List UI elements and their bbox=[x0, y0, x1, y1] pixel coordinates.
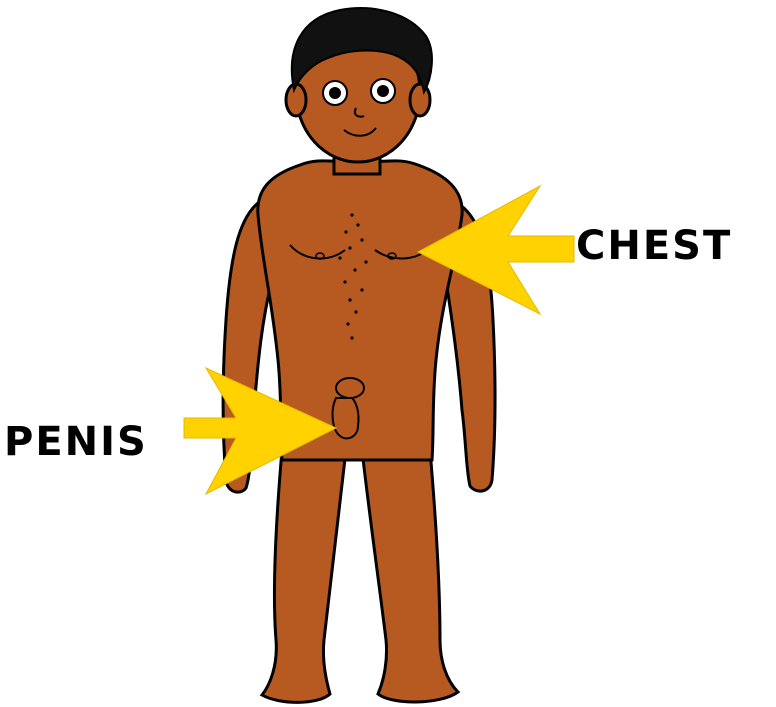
right-leg bbox=[362, 450, 458, 702]
chest-label: CHEST bbox=[576, 226, 732, 266]
head bbox=[286, 8, 432, 162]
left-leg bbox=[262, 450, 346, 702]
penis-label: PENIS bbox=[4, 422, 148, 462]
